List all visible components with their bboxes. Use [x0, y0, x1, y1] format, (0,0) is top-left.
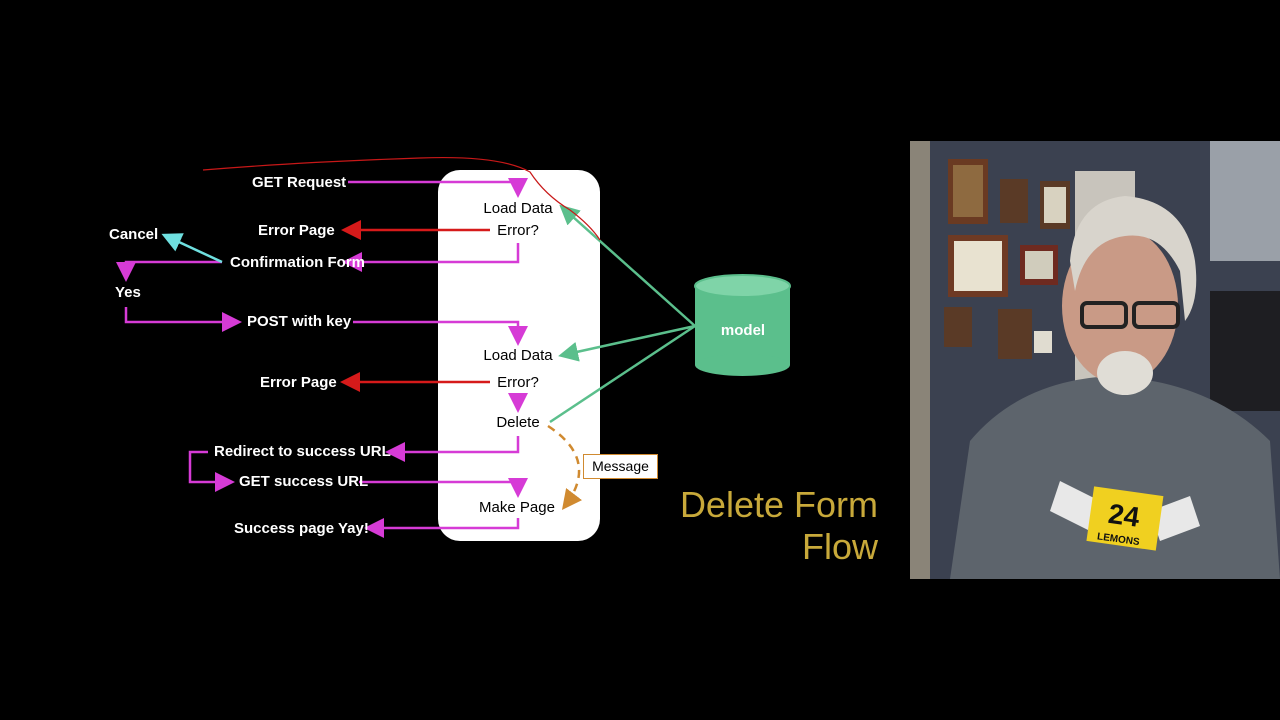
arrow-model-to-load-2 — [558, 324, 696, 362]
presenter-video-frame: 24 LEMONS — [910, 141, 1280, 579]
arrow-model-to-load-1 — [559, 204, 696, 327]
arrow-success-page — [364, 518, 520, 538]
shirt-number: 24 — [1106, 498, 1142, 533]
presenter-webcam: 24 LEMONS — [910, 141, 1280, 579]
arrow-to-yes — [116, 260, 222, 282]
label-yes: Yes — [115, 284, 141, 301]
box-label-load-data-2: Load Data — [483, 347, 553, 364]
label-redirect: Redirect to success URL — [214, 443, 391, 460]
arrow-message — [547, 424, 583, 510]
label-get-success-url: GET success URL — [239, 473, 369, 490]
box-label-make-page: Make Page — [479, 499, 555, 516]
arrow-cancel — [161, 233, 223, 264]
label-get-request: GET Request — [252, 174, 347, 191]
box-label-delete: Delete — [496, 414, 540, 431]
slide-title: Delete Form Flow — [680, 484, 878, 568]
arrow-yes-to-post — [124, 307, 242, 332]
box-label-error-1: Error? — [497, 222, 539, 239]
message-note: Message — [583, 454, 658, 479]
slide-title-line-1: Delete Form — [679, 484, 878, 525]
label-confirmation-form: Confirmation Form — [230, 254, 365, 271]
box-label-error-2: Error? — [497, 374, 539, 391]
label-error-page-1: Error Page — [258, 222, 335, 239]
slide-title-line-2: Flow — [801, 526, 878, 567]
model-label: model — [720, 322, 766, 339]
arrow-redirect-loop — [188, 450, 235, 492]
label-error-page-2: Error Page — [260, 374, 337, 391]
model-database-icon — [694, 274, 791, 376]
arrow-delete-to-model — [549, 324, 696, 424]
arrow-get-request — [348, 178, 528, 198]
red-pen-annotation — [202, 156, 601, 241]
arrow-confirmation-form — [342, 243, 520, 272]
box-label-load-data-1: Load Data — [483, 200, 553, 217]
arrow-get-success — [359, 478, 528, 498]
arrow-post-to-load — [353, 320, 528, 346]
label-post-with-key: POST with key — [247, 313, 352, 330]
arrow-redirect — [385, 436, 520, 462]
label-success-page: Success page Yay! — [234, 520, 369, 537]
label-cancel: Cancel — [109, 226, 159, 243]
